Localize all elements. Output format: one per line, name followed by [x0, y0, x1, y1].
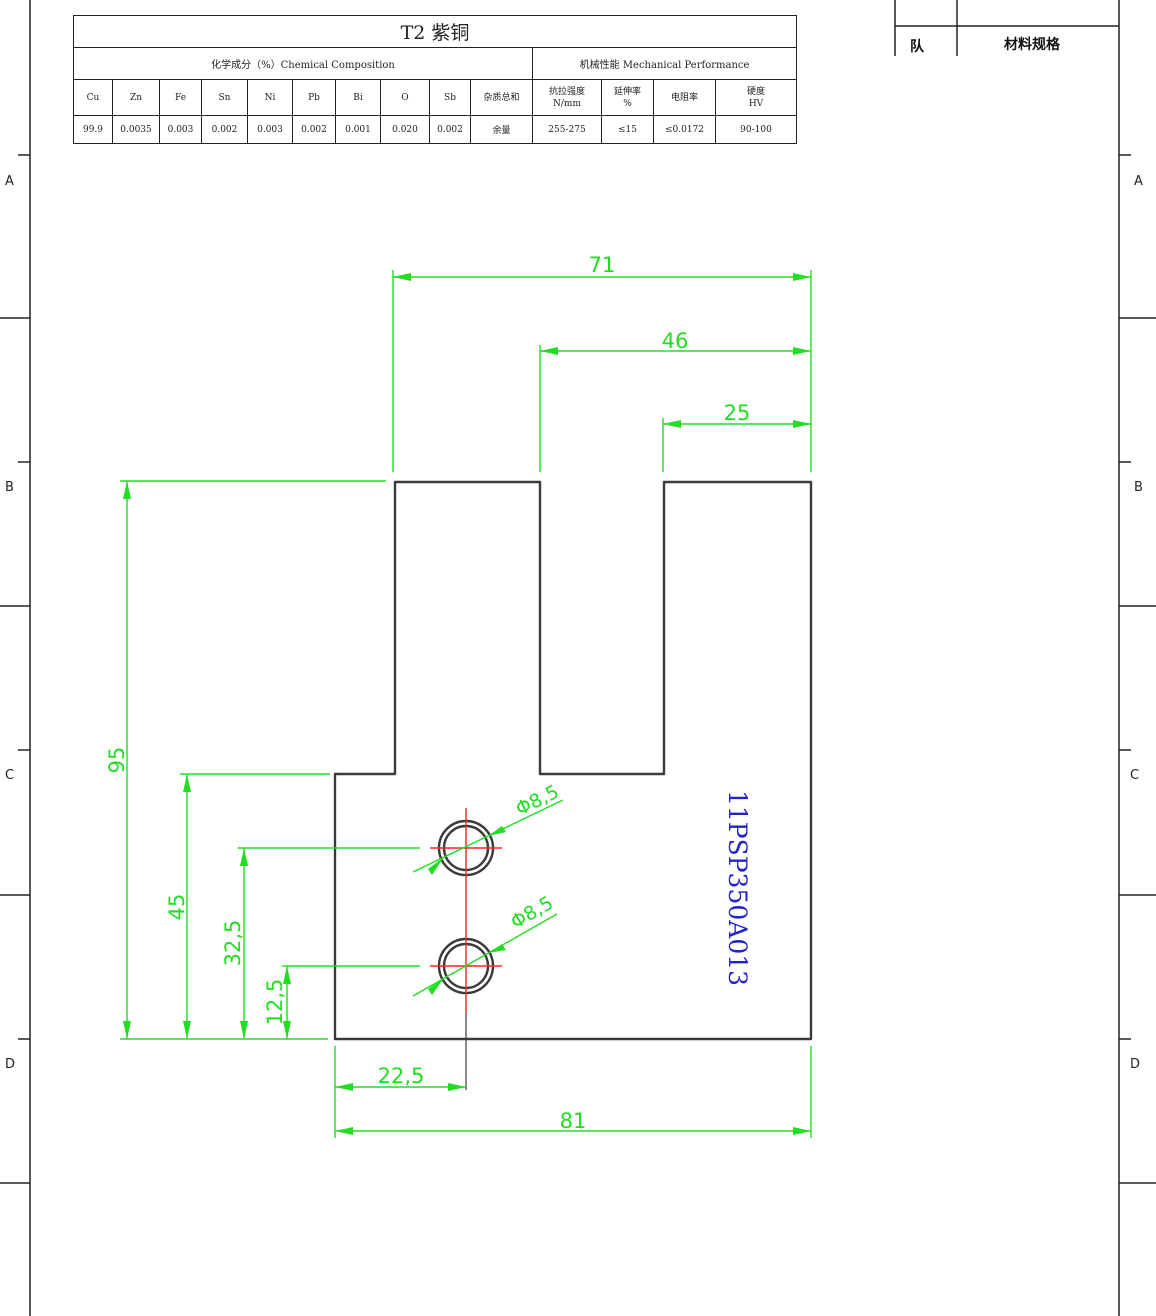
dim-95: 95 [105, 747, 129, 774]
element-header-o: O [380, 79, 430, 116]
value-hardness: 90-100 [714, 115, 798, 144]
mech-header-elongation-label: 延伸率 [613, 86, 641, 97]
value-resistivity: ≤0.0172 [653, 115, 716, 144]
title-block-label-right: 材料规格 [1004, 37, 1060, 53]
element-header-fe: Fe [159, 79, 202, 116]
zone-right-b: B [1134, 480, 1143, 495]
dim-22-5: 22,5 [378, 1064, 425, 1088]
mech-header-resistivity-label: 电阻率 [670, 92, 698, 103]
dim-45: 45 [165, 894, 189, 921]
element-header-ni: Ni [247, 79, 293, 116]
dimension-lines [120, 270, 812, 1138]
value-tensile: 255-275 [532, 115, 602, 144]
dim-hole-lower-diameter: Φ8,5 [507, 892, 557, 934]
dim-71: 71 [589, 253, 616, 277]
mech-header-hardness-unit: HV [748, 98, 764, 109]
dim-hole-upper-diameter: Φ8,5 [512, 781, 562, 821]
dimension-arrows [123, 273, 811, 1135]
element-header-sn: Sn [201, 79, 248, 116]
title-block [894, 0, 1119, 56]
zone-left-a: A [5, 174, 14, 189]
value-sn: 0.002 [201, 115, 248, 144]
zone-right-d: D [1130, 1057, 1141, 1072]
mech-header-hardness-label: 硬度 [747, 86, 766, 97]
dim-32-5: 32,5 [221, 920, 245, 967]
material-title: T2 紫铜 [72, 15, 798, 48]
mech-header-tensile-unit: N/mm [553, 98, 581, 109]
value-cu: 99.9 [73, 115, 113, 144]
dim-46: 46 [662, 329, 689, 353]
mech-header-tensile-label: 抗拉强度 [548, 86, 585, 97]
spec-table: T2 紫铜 化学成分（%）Chemical Composition 机械性能 M… [72, 15, 798, 144]
value-impurities: 余量 [470, 115, 533, 144]
value-zn: 0.0035 [112, 115, 160, 144]
value-sb: 0.002 [429, 115, 471, 144]
mechanical-performance-header: 机械性能 Mechanical Performance [531, 47, 798, 80]
title-block-label-left: 队 [910, 39, 924, 55]
part-outline [333, 480, 813, 1041]
dim-81: 81 [560, 1109, 587, 1133]
spec-table-value-row: 99.9 0.0035 0.003 0.002 0.003 0.002 0.00… [73, 115, 798, 144]
dim-25: 25 [724, 401, 751, 425]
zone-right-a: A [1134, 174, 1143, 189]
zone-left-b: B [5, 480, 14, 495]
zone-right-c: C [1130, 768, 1140, 783]
value-elongation: ≤15 [601, 115, 654, 144]
zone-left-c: C [5, 768, 15, 783]
value-pb: 0.002 [292, 115, 336, 144]
part-number-label: 11PSP350A013 [723, 790, 752, 986]
chemical-composition-header: 化学成分（%）Chemical Composition [73, 47, 533, 80]
dim-12-5: 12,5 [263, 979, 287, 1026]
mech-header-elongation-unit: % [623, 98, 632, 109]
value-ni: 0.003 [247, 115, 293, 144]
zone-left-d: D [5, 1057, 16, 1072]
value-fe: 0.003 [159, 115, 202, 144]
